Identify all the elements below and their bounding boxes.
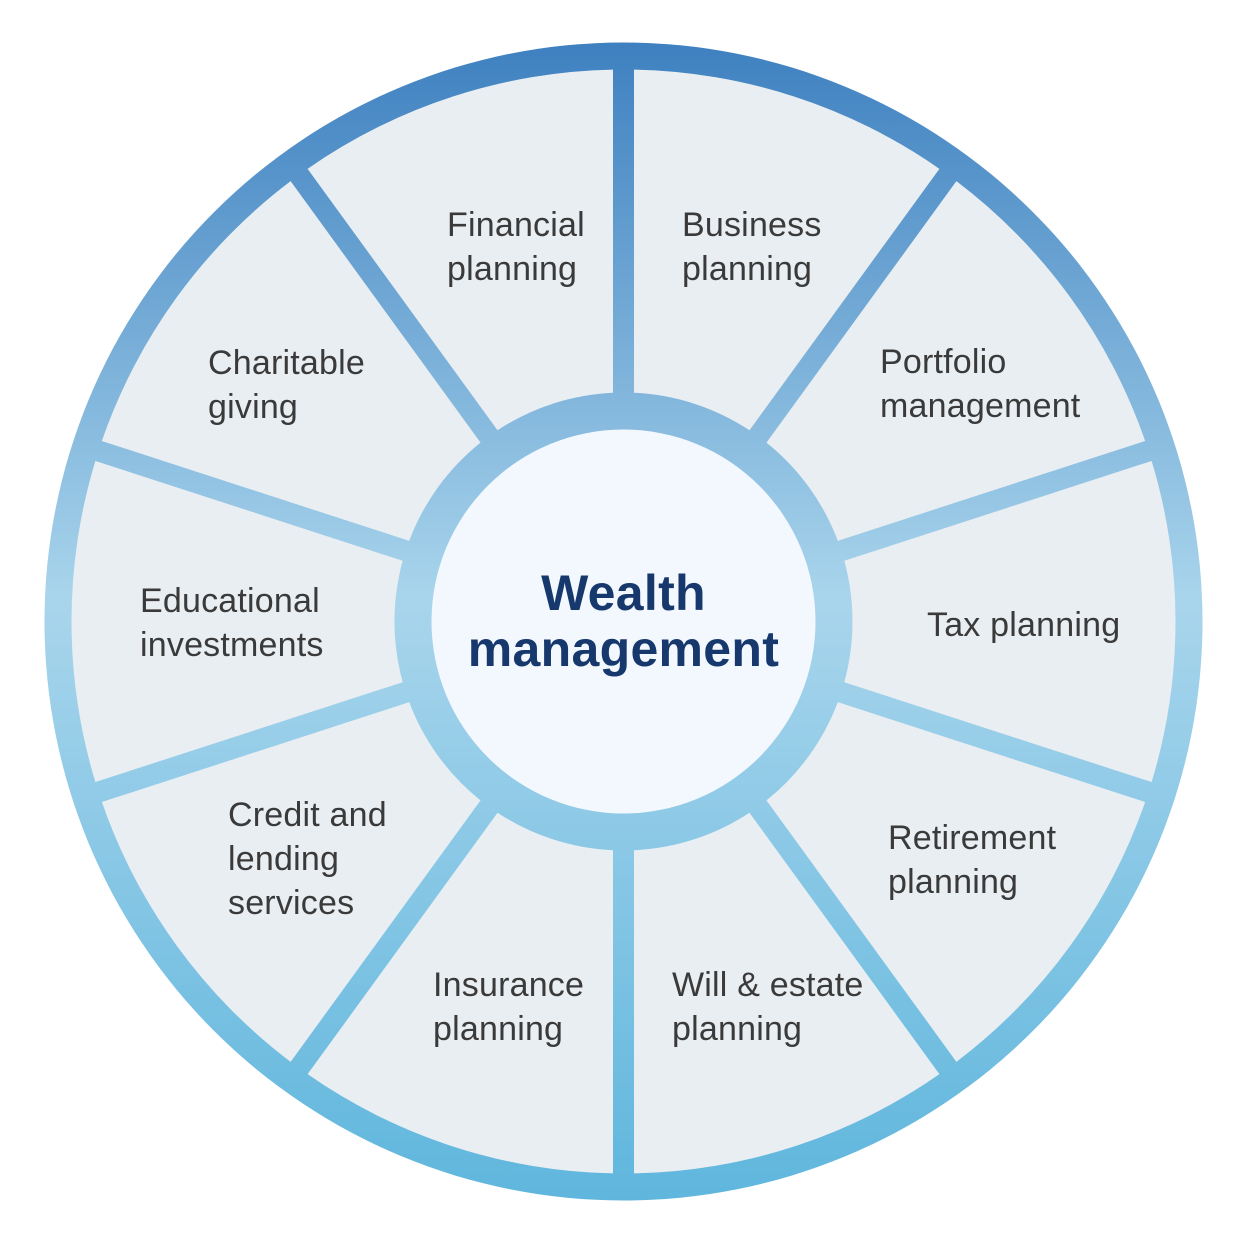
segment-label-charitable-giving: Charitable giving [208, 344, 365, 426]
center-hub-circle [431, 429, 816, 814]
segment-will-estate-planning [634, 812, 940, 1174]
wheel-segments [71, 69, 1176, 1174]
segment-educational-investments [71, 460, 403, 783]
segment-label-credit-lending-services: Credit and lending services [228, 796, 387, 922]
segment-insurance-planning [307, 812, 613, 1174]
segment-tax-planning [844, 460, 1176, 783]
segment-label-business-planning: Business planning [682, 206, 822, 288]
segment-portfolio-management [766, 181, 1146, 541]
segment-label-will-estate-planning: Will & estate planning [672, 966, 864, 1048]
segment-charitable-giving [101, 181, 481, 541]
segment-label-financial-planning: Financial planning [447, 206, 585, 288]
segment-label-educational-investments: Educational investments [140, 582, 324, 664]
segment-label-insurance-planning: Insurance planning [433, 966, 585, 1048]
center-title: Wealth management [467, 565, 780, 677]
segment-financial-planning [307, 69, 613, 431]
segment-credit-lending-services [101, 702, 481, 1062]
segment-business-planning [634, 69, 940, 431]
segment-label-tax-planning: Tax planning [927, 606, 1121, 644]
segment-label-retirement-planning: Retirement planning [888, 819, 1057, 901]
segment-retirement-planning [766, 702, 1146, 1062]
segment-label-portfolio-management: Portfolio management [880, 343, 1081, 425]
